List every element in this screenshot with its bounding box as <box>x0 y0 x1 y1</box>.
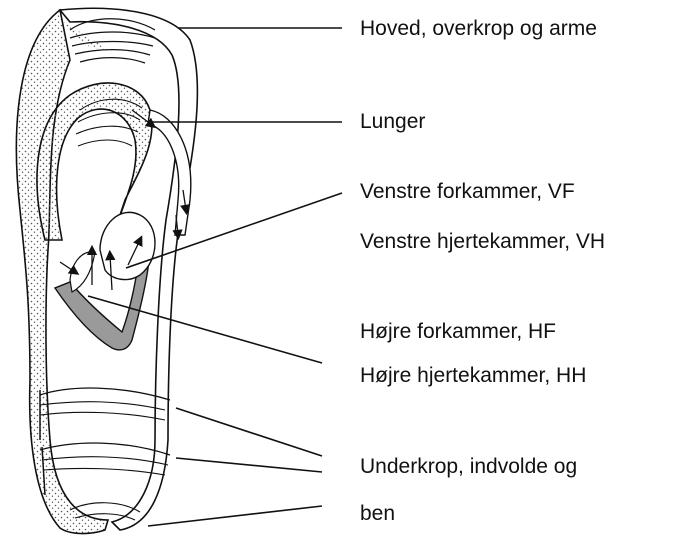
label-lower-body: Underkrop, indvolde og <box>360 456 577 477</box>
label-head: Hoved, overkrop og arme <box>360 18 597 39</box>
leader-lower-1 <box>176 408 322 456</box>
label-right-atrium: Højre forkammer, HF <box>360 321 556 342</box>
label-left-ventricle: Venstre hjertekammer, VH <box>360 231 605 252</box>
label-lower-body-continued: ben <box>360 503 395 524</box>
leader-lower-2 <box>176 458 322 472</box>
label-left-atrium: Venstre forkammer, VF <box>360 181 575 202</box>
leader-left-heart <box>126 193 342 268</box>
label-right-ventricle: Højre hjertekammer, HH <box>360 365 586 386</box>
label-lungs: Lunger <box>360 111 425 132</box>
heart <box>55 212 155 350</box>
leader-lower-3 <box>148 506 322 526</box>
